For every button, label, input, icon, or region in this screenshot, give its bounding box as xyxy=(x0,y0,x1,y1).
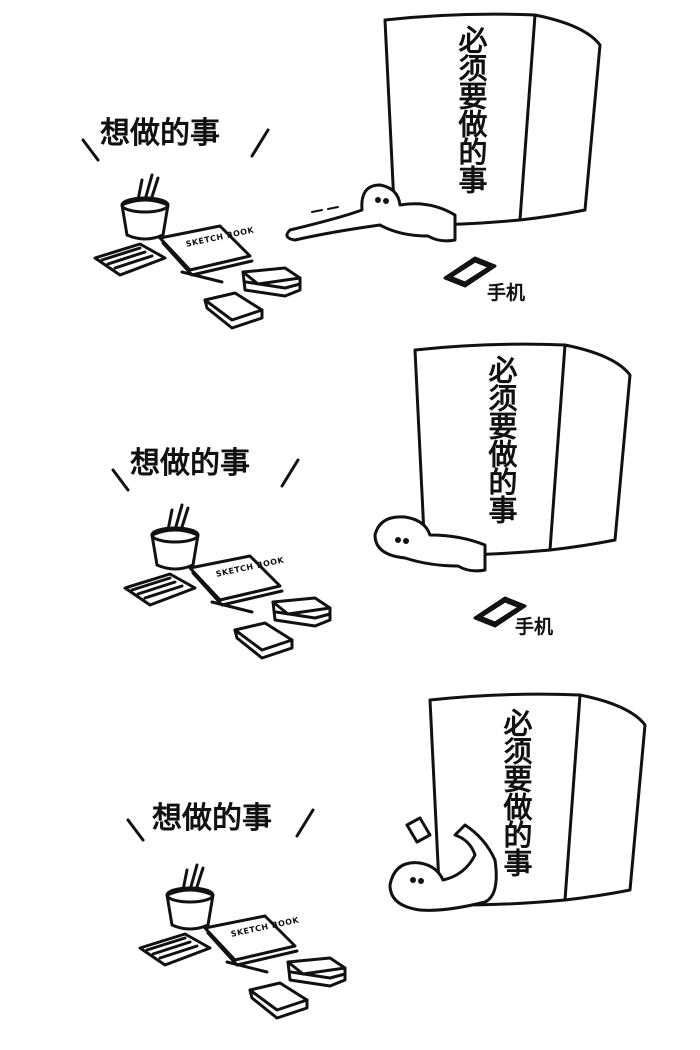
art-supplies xyxy=(93,173,302,330)
must-do-label: 必须要做的事 xyxy=(454,25,488,193)
want-to-do-label: 想做的事 xyxy=(100,116,220,151)
phone-label: 手机 xyxy=(487,282,526,304)
phone-label: 手机 xyxy=(515,616,554,638)
want-to-do-label: 想做的事 xyxy=(152,801,272,836)
must-do-label: 必须要做的事 xyxy=(484,355,518,523)
panel-3 xyxy=(126,692,647,1020)
character xyxy=(285,183,457,243)
must-do-box xyxy=(383,12,602,227)
panel-2 xyxy=(111,342,632,660)
panel-1 xyxy=(81,12,602,330)
want-to-do-label: 想做的事 xyxy=(130,446,250,481)
must-do-label: 必须要做的事 xyxy=(499,708,533,876)
emphasis-lines xyxy=(81,128,270,162)
